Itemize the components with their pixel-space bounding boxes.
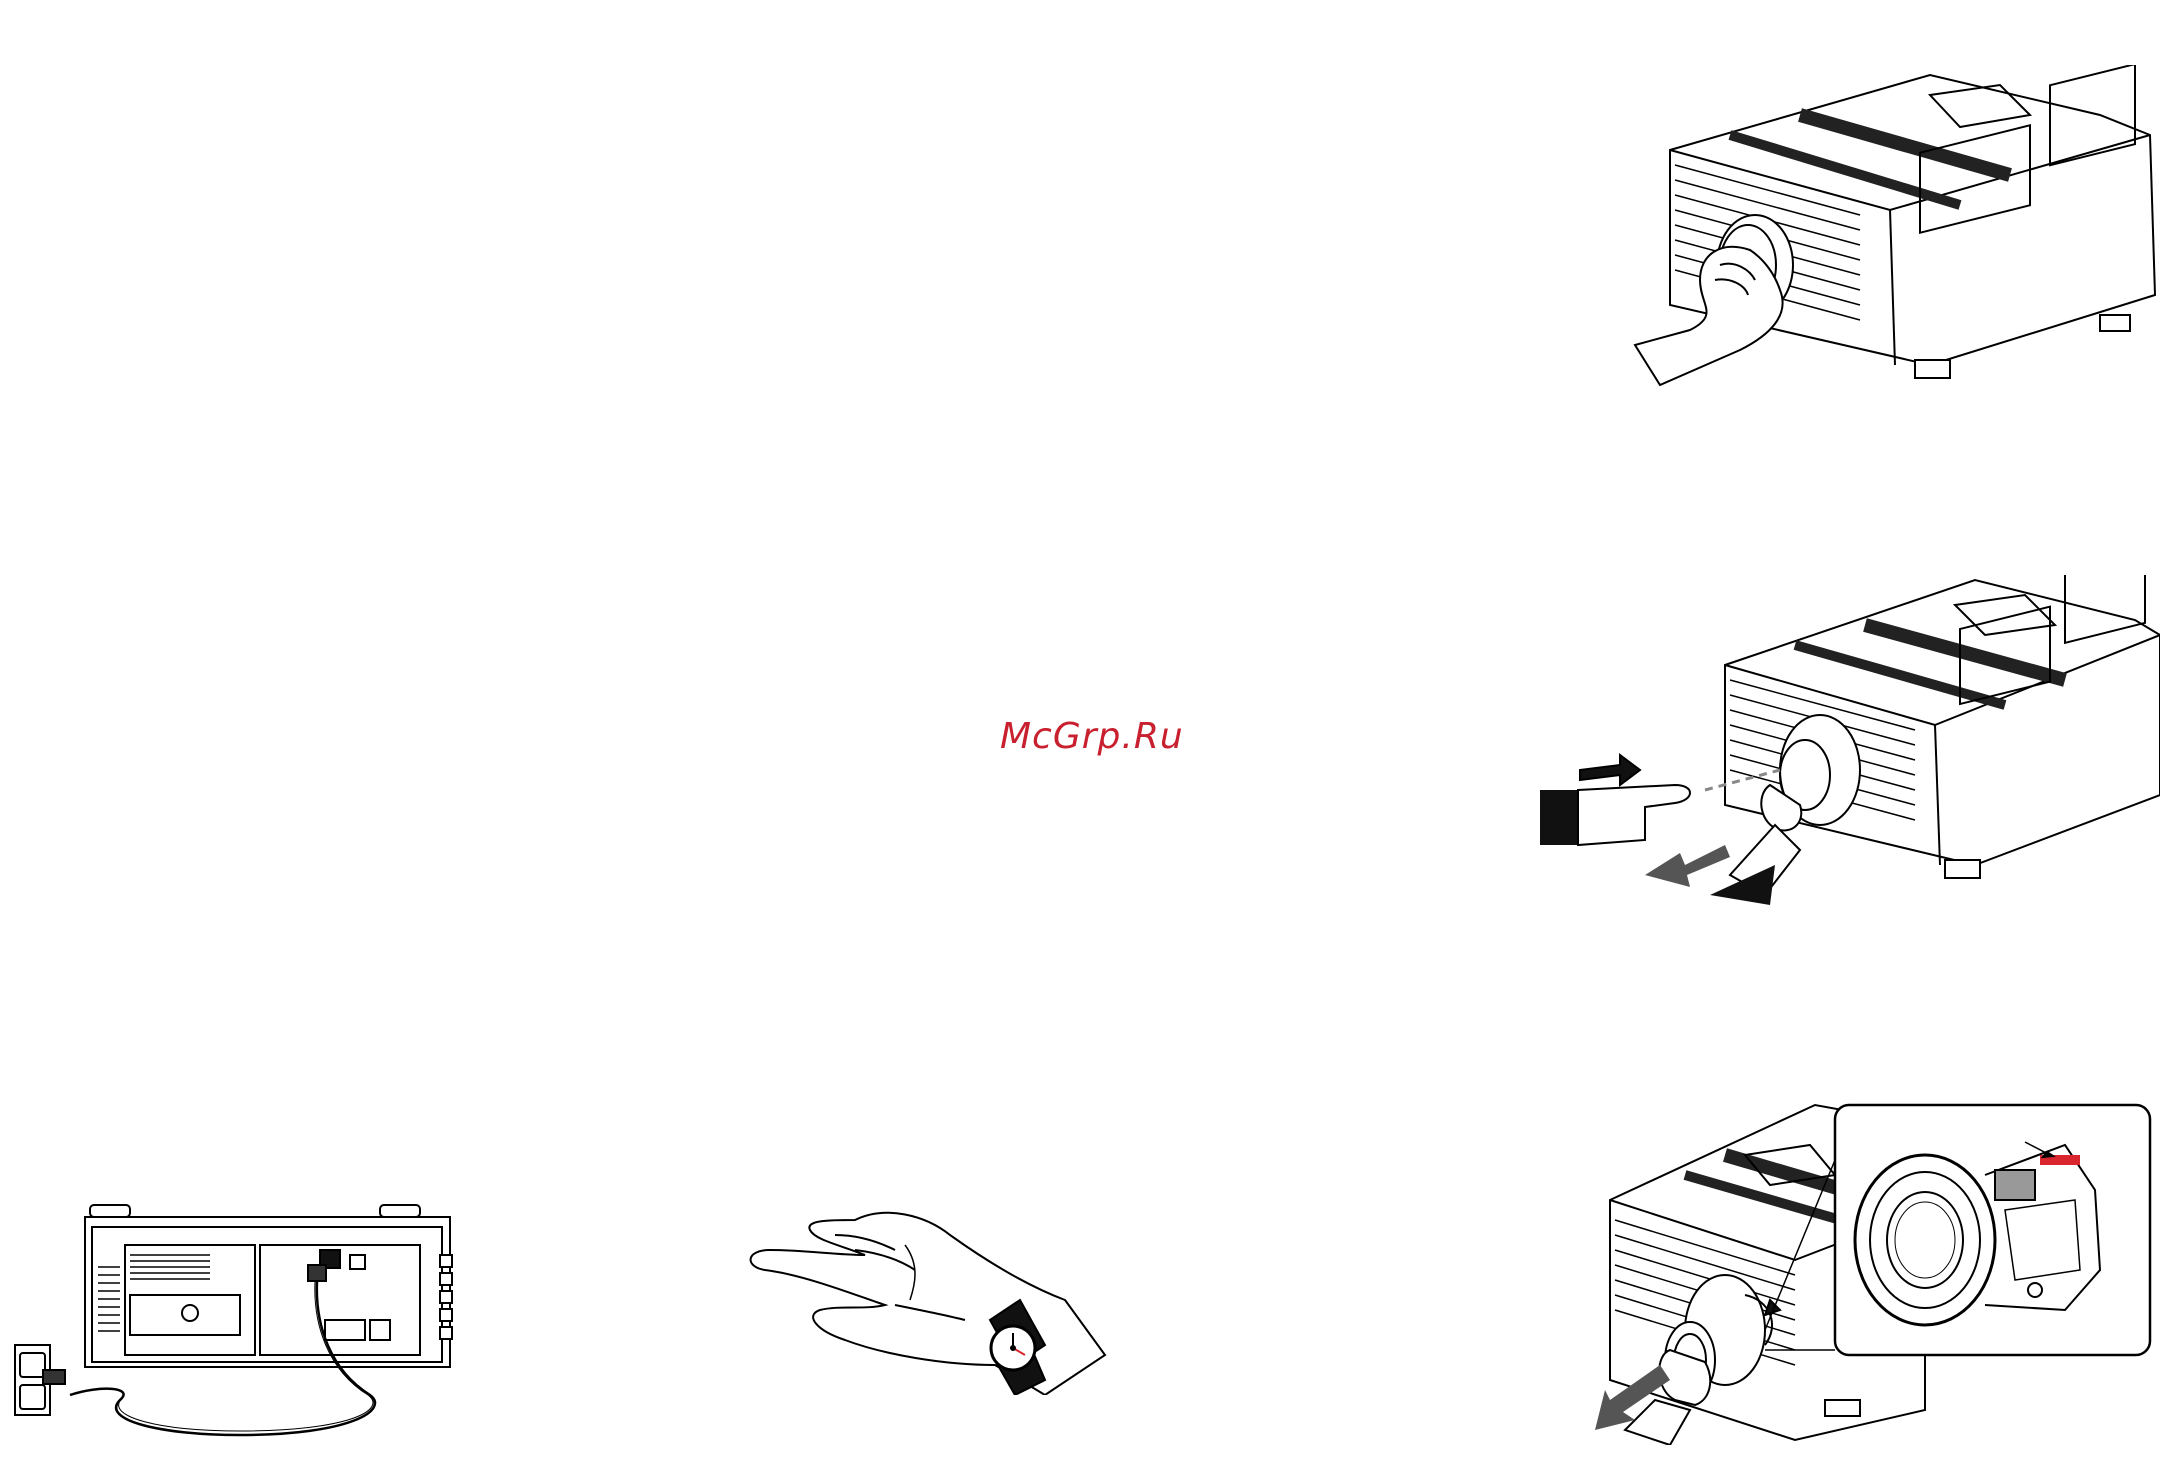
install-lens-illustration — [1595, 1100, 2155, 1445]
projector-button-press-and-pull-arrows-icon — [1535, 575, 2160, 905]
projector-lens-insert-with-detail-inset-icon — [1595, 1100, 2155, 1445]
watermark-text: McGrp.Ru — [1000, 716, 1184, 757]
press-release-pull-lens-illustration — [1535, 575, 2160, 905]
power-cord-connection-illustration — [10, 1195, 460, 1445]
wait-time-illustration — [745, 1205, 1110, 1395]
hand-with-wristwatch-icon — [745, 1205, 1110, 1395]
remove-lens-cap-illustration — [1630, 65, 2160, 400]
projector-hand-on-lens-cap-icon — [1630, 65, 2160, 400]
projector-rear-with-wall-outlet-icon — [10, 1195, 460, 1445]
